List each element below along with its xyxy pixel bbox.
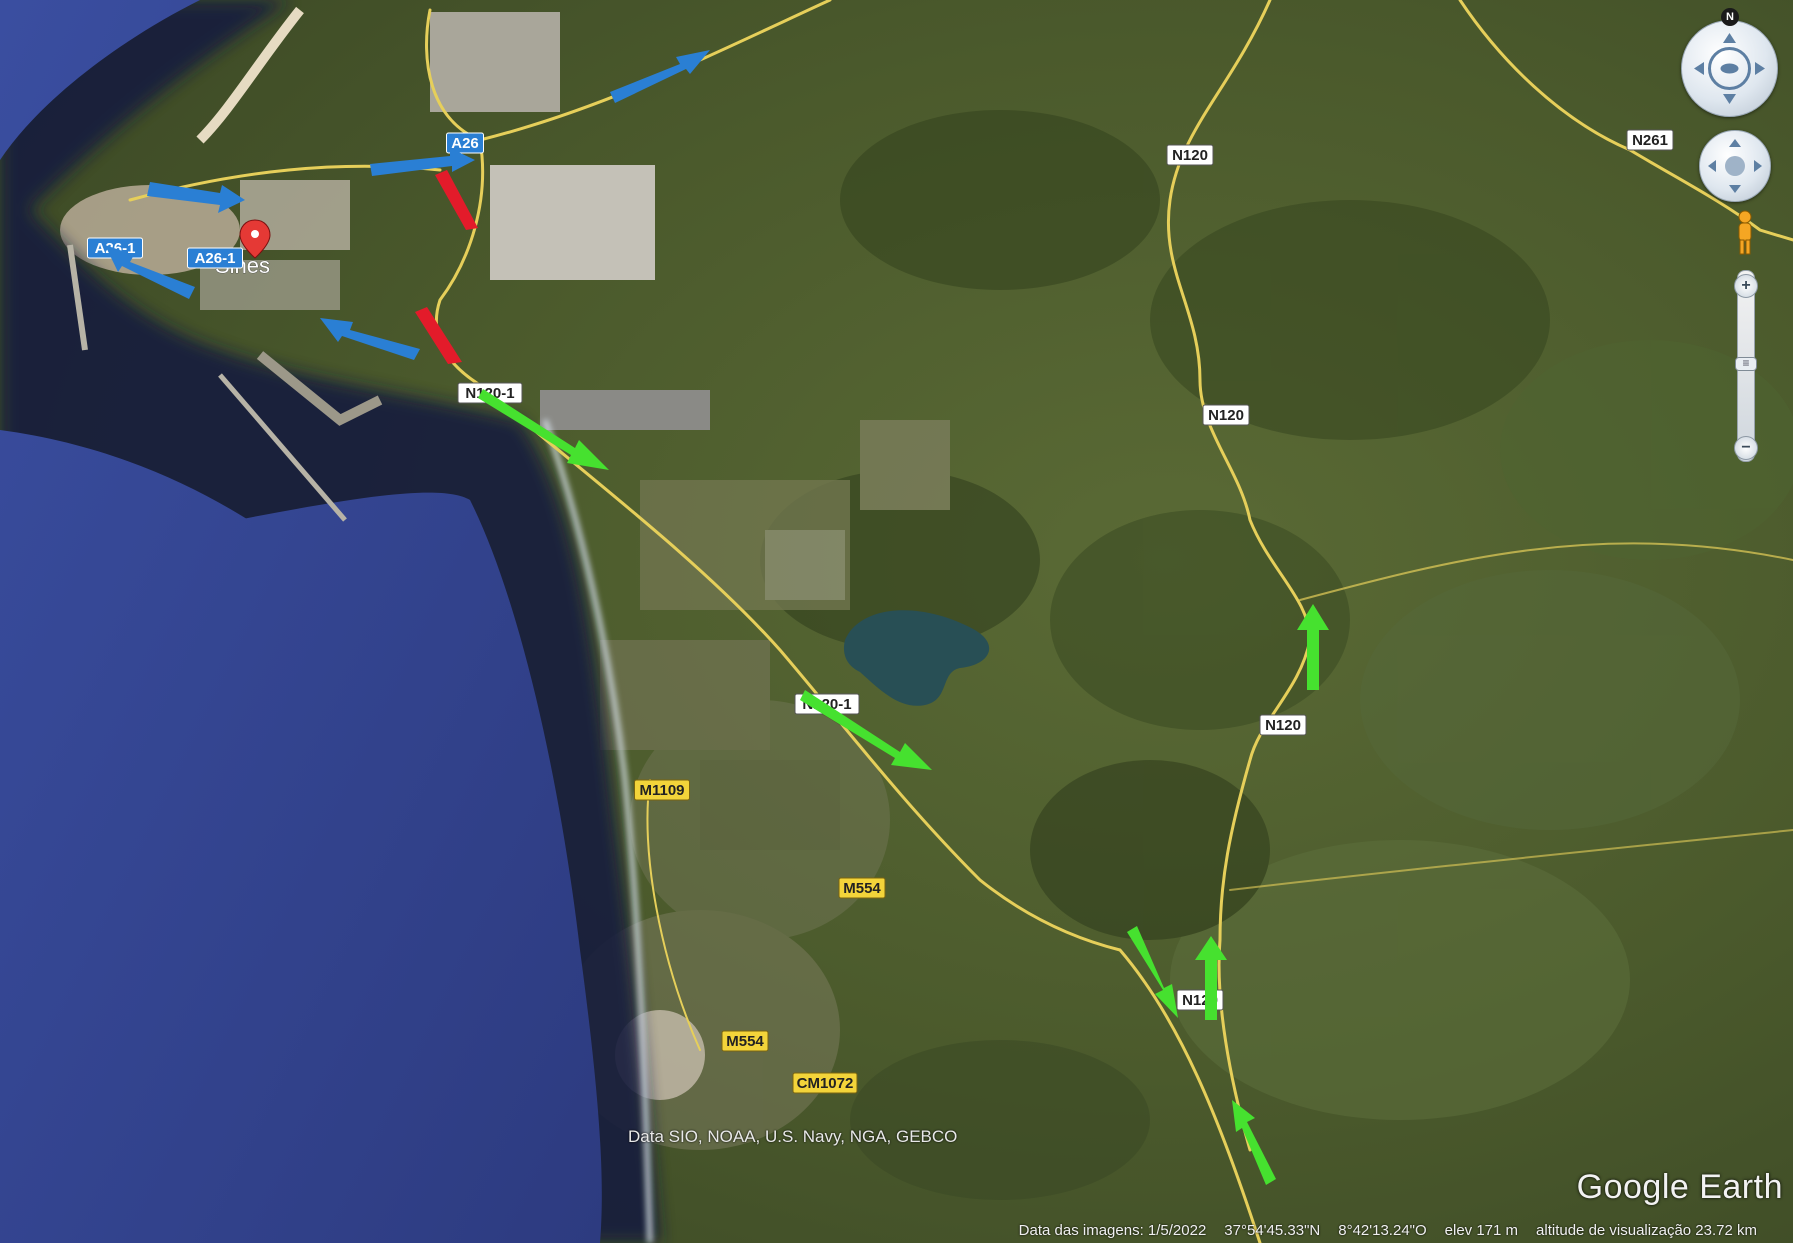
imagery-date: Data das imagens: 1/5/2022	[1018, 1221, 1207, 1239]
status-bar: Data das imagens: 1/5/2022 37°54'45.33"N…	[0, 1217, 1793, 1243]
road-shield-n120: N120	[1166, 144, 1214, 166]
annotation-arrows-blue	[105, 50, 710, 360]
zoom-in-button[interactable]: +	[1734, 274, 1758, 298]
green-arrow	[1195, 936, 1227, 1020]
blue-arrow	[147, 182, 245, 213]
road-shield-label: M554	[726, 1033, 764, 1050]
longitude-readout: 8°42'13.24"O	[1338, 1221, 1427, 1239]
blue-arrow	[320, 318, 420, 360]
road-shield-n120: N120	[1202, 404, 1250, 426]
blue-arrow	[105, 245, 195, 299]
map-pin-sines[interactable]	[239, 219, 271, 259]
latitude-readout: 37°54'45.33"N	[1224, 1221, 1321, 1239]
green-arrow	[1297, 604, 1329, 690]
sea	[0, 0, 602, 1243]
road-shield-m1109: M1109	[634, 779, 690, 801]
compass-arrows-icon	[1694, 33, 1765, 104]
road-shield-label: N120	[1208, 407, 1244, 424]
road-shield-cm1072: CM1072	[792, 1072, 858, 1094]
road-shield-a26: A26	[446, 132, 484, 154]
port-pier	[67, 244, 88, 351]
annotation-arrows-green	[478, 389, 1329, 1185]
blue-arrow	[370, 148, 475, 176]
zoom-slider-handle[interactable]: ≡	[1735, 357, 1757, 371]
green-arrow	[478, 389, 609, 470]
red-arrow	[415, 307, 462, 364]
blue-arrow	[610, 50, 710, 103]
beach-north	[196, 6, 304, 144]
road-shield-a26-1: A26-1	[187, 247, 243, 269]
green-arrow	[1127, 926, 1178, 1018]
road-shield-label: M1109	[639, 782, 684, 799]
road-shield-label: A26	[451, 135, 479, 152]
road-shield-label: CM1072	[797, 1075, 854, 1092]
hand-pan-icon	[1708, 139, 1762, 193]
shoreline	[542, 419, 653, 1243]
look-control[interactable]	[1699, 130, 1771, 202]
compass-control[interactable]	[1681, 20, 1778, 117]
green-arrow	[800, 690, 932, 770]
industrial-area	[200, 12, 710, 430]
reservoir	[843, 610, 990, 706]
road-shield-label: N120	[1265, 717, 1301, 734]
road-shield-m554: M554	[721, 1030, 769, 1052]
road-shield-label: M554	[843, 880, 881, 897]
red-arrow	[435, 170, 478, 230]
terrain-texture	[560, 110, 1793, 1200]
road-shield-n120: N120	[1259, 714, 1307, 736]
street-view-pegman-icon[interactable]	[1733, 210, 1757, 256]
annotation-markers-red	[415, 170, 478, 364]
green-arrow	[1232, 1100, 1276, 1185]
zoom-out-button[interactable]: −	[1734, 436, 1758, 460]
data-credit: Data SIO, NOAA, U.S. Navy, NGA, GEBCO	[628, 1127, 958, 1146]
breakwater	[218, 373, 347, 522]
port-structure	[256, 351, 383, 426]
road-shield-label: N120	[1172, 147, 1208, 164]
road-shield-label: N261	[1632, 132, 1668, 149]
eye-altitude-readout: altitude de visualização 23.72 km	[1536, 1221, 1757, 1239]
road-shield-label: A26-1	[195, 250, 236, 267]
road-shield-n261: N261	[1626, 129, 1674, 151]
elevation-readout: elev 171 m	[1444, 1221, 1519, 1239]
google-earth-logo: Google Earth	[1576, 1168, 1783, 1206]
compass-north-indicator[interactable]: N	[1721, 8, 1739, 26]
road-shield-m554: M554	[838, 877, 886, 899]
